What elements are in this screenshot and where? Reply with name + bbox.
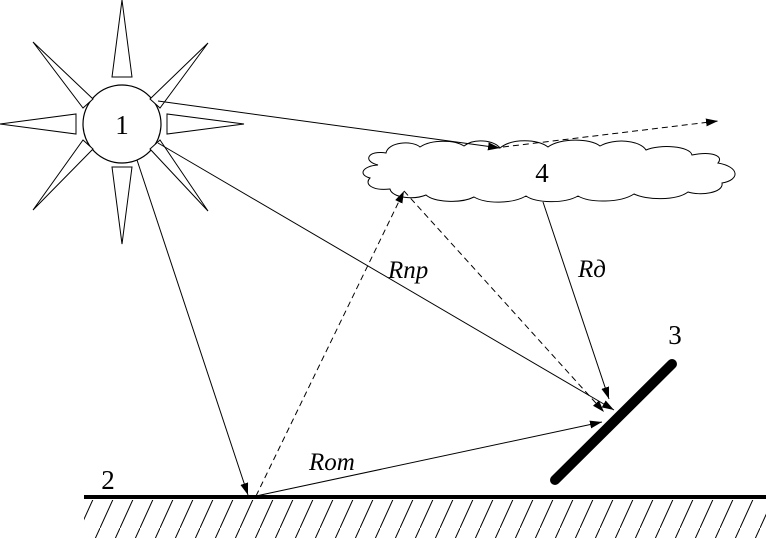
- ray-cloud-to-panel-dashed: [403, 190, 605, 413]
- ray-through-cloud: [502, 118, 719, 148]
- ray-label-scattered: Rпр: [387, 257, 428, 284]
- cloud-label: 4: [535, 158, 549, 188]
- ray-direct-to-panel: [157, 142, 615, 411]
- sun-icon: [0, 0, 245, 245]
- ground-surface: [84, 494, 766, 538]
- cloud-icon: [362, 139, 736, 203]
- ground-label: 2: [101, 465, 115, 495]
- panel-label: 3: [668, 320, 682, 350]
- ray-sun-to-cloud: [157, 100, 501, 151]
- ray-ground-to-cloud: [255, 190, 405, 497]
- ray-label-reflected: Rот: [308, 449, 355, 476]
- ray-label-diffuse: Rд: [577, 256, 606, 283]
- ray-reflected-to-panel: [255, 420, 603, 497]
- ray-sun-to-ground: [136, 159, 249, 496]
- solar-panel: [550, 359, 677, 485]
- ray-diffuse-to-panel: [542, 201, 610, 400]
- sun-label: 1: [115, 110, 129, 140]
